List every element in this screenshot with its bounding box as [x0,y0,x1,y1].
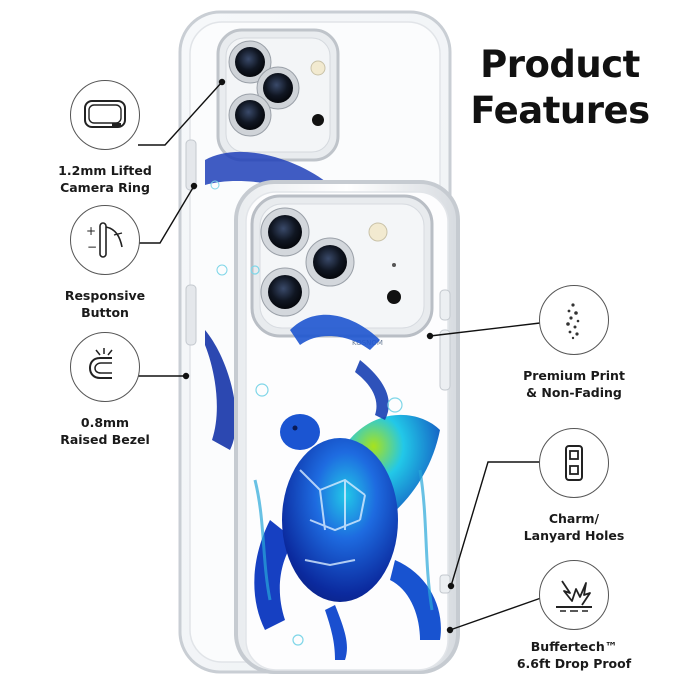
feature-camera-ring: 1.2mm Lifted Camera Ring [40,80,170,196]
title-line-1: Product [480,43,640,86]
sea-turtle-art [254,414,441,660]
camera-ring-icon [70,80,140,150]
impact-icon [539,560,609,630]
feature-camera-line-2: Camera Ring [60,180,150,195]
feature-holes-line-2: Lanyard Holes [523,528,625,543]
front-phone: KOSNOM [234,180,460,674]
feature-raised-bezel: 0.8mm Raised Bezel [40,332,170,448]
feature-print-line-2: & Non-Fading [526,385,622,400]
lanyard-hole-icon [539,428,609,498]
leader-drop [449,597,542,631]
title-line-2: Features [470,89,650,132]
button-press-icon: + − [70,205,140,275]
feature-responsive-button: + − Responsive Button [40,205,170,321]
feature-bezel-line-2: Raised Bezel [60,432,150,447]
feature-camera-line-1: 1.2mm Lifted [58,163,152,178]
leader-camera [138,81,223,146]
feature-drop-line-1: Buffertech™ [530,639,618,654]
sparkle-print-icon [539,285,609,355]
feature-print-line-1: Premium Print [523,368,625,383]
svg-text:+: + [86,224,96,238]
feature-bezel-line-1: 0.8mm [80,415,130,430]
feature-premium-print: Premium Print & Non-Fading [504,285,644,401]
feature-holes-line-1: Charm/ [548,511,600,526]
leader-print [429,322,541,337]
svg-text:−: − [87,240,97,254]
feature-lanyard-holes: Charm/ Lanyard Holes [504,428,644,544]
feature-button-line-2: Button [81,305,129,320]
page-title: Product Features [455,42,665,134]
raised-bezel-icon [70,332,140,402]
feature-drop-proof: Buffertech™ 6.6ft Drop Proof [494,560,654,672]
feature-button-line-1: Responsive [64,288,146,303]
leader-button [138,185,195,244]
feature-drop-line-2: 6.6ft Drop Proof [516,656,632,671]
leader-holes [450,461,541,587]
